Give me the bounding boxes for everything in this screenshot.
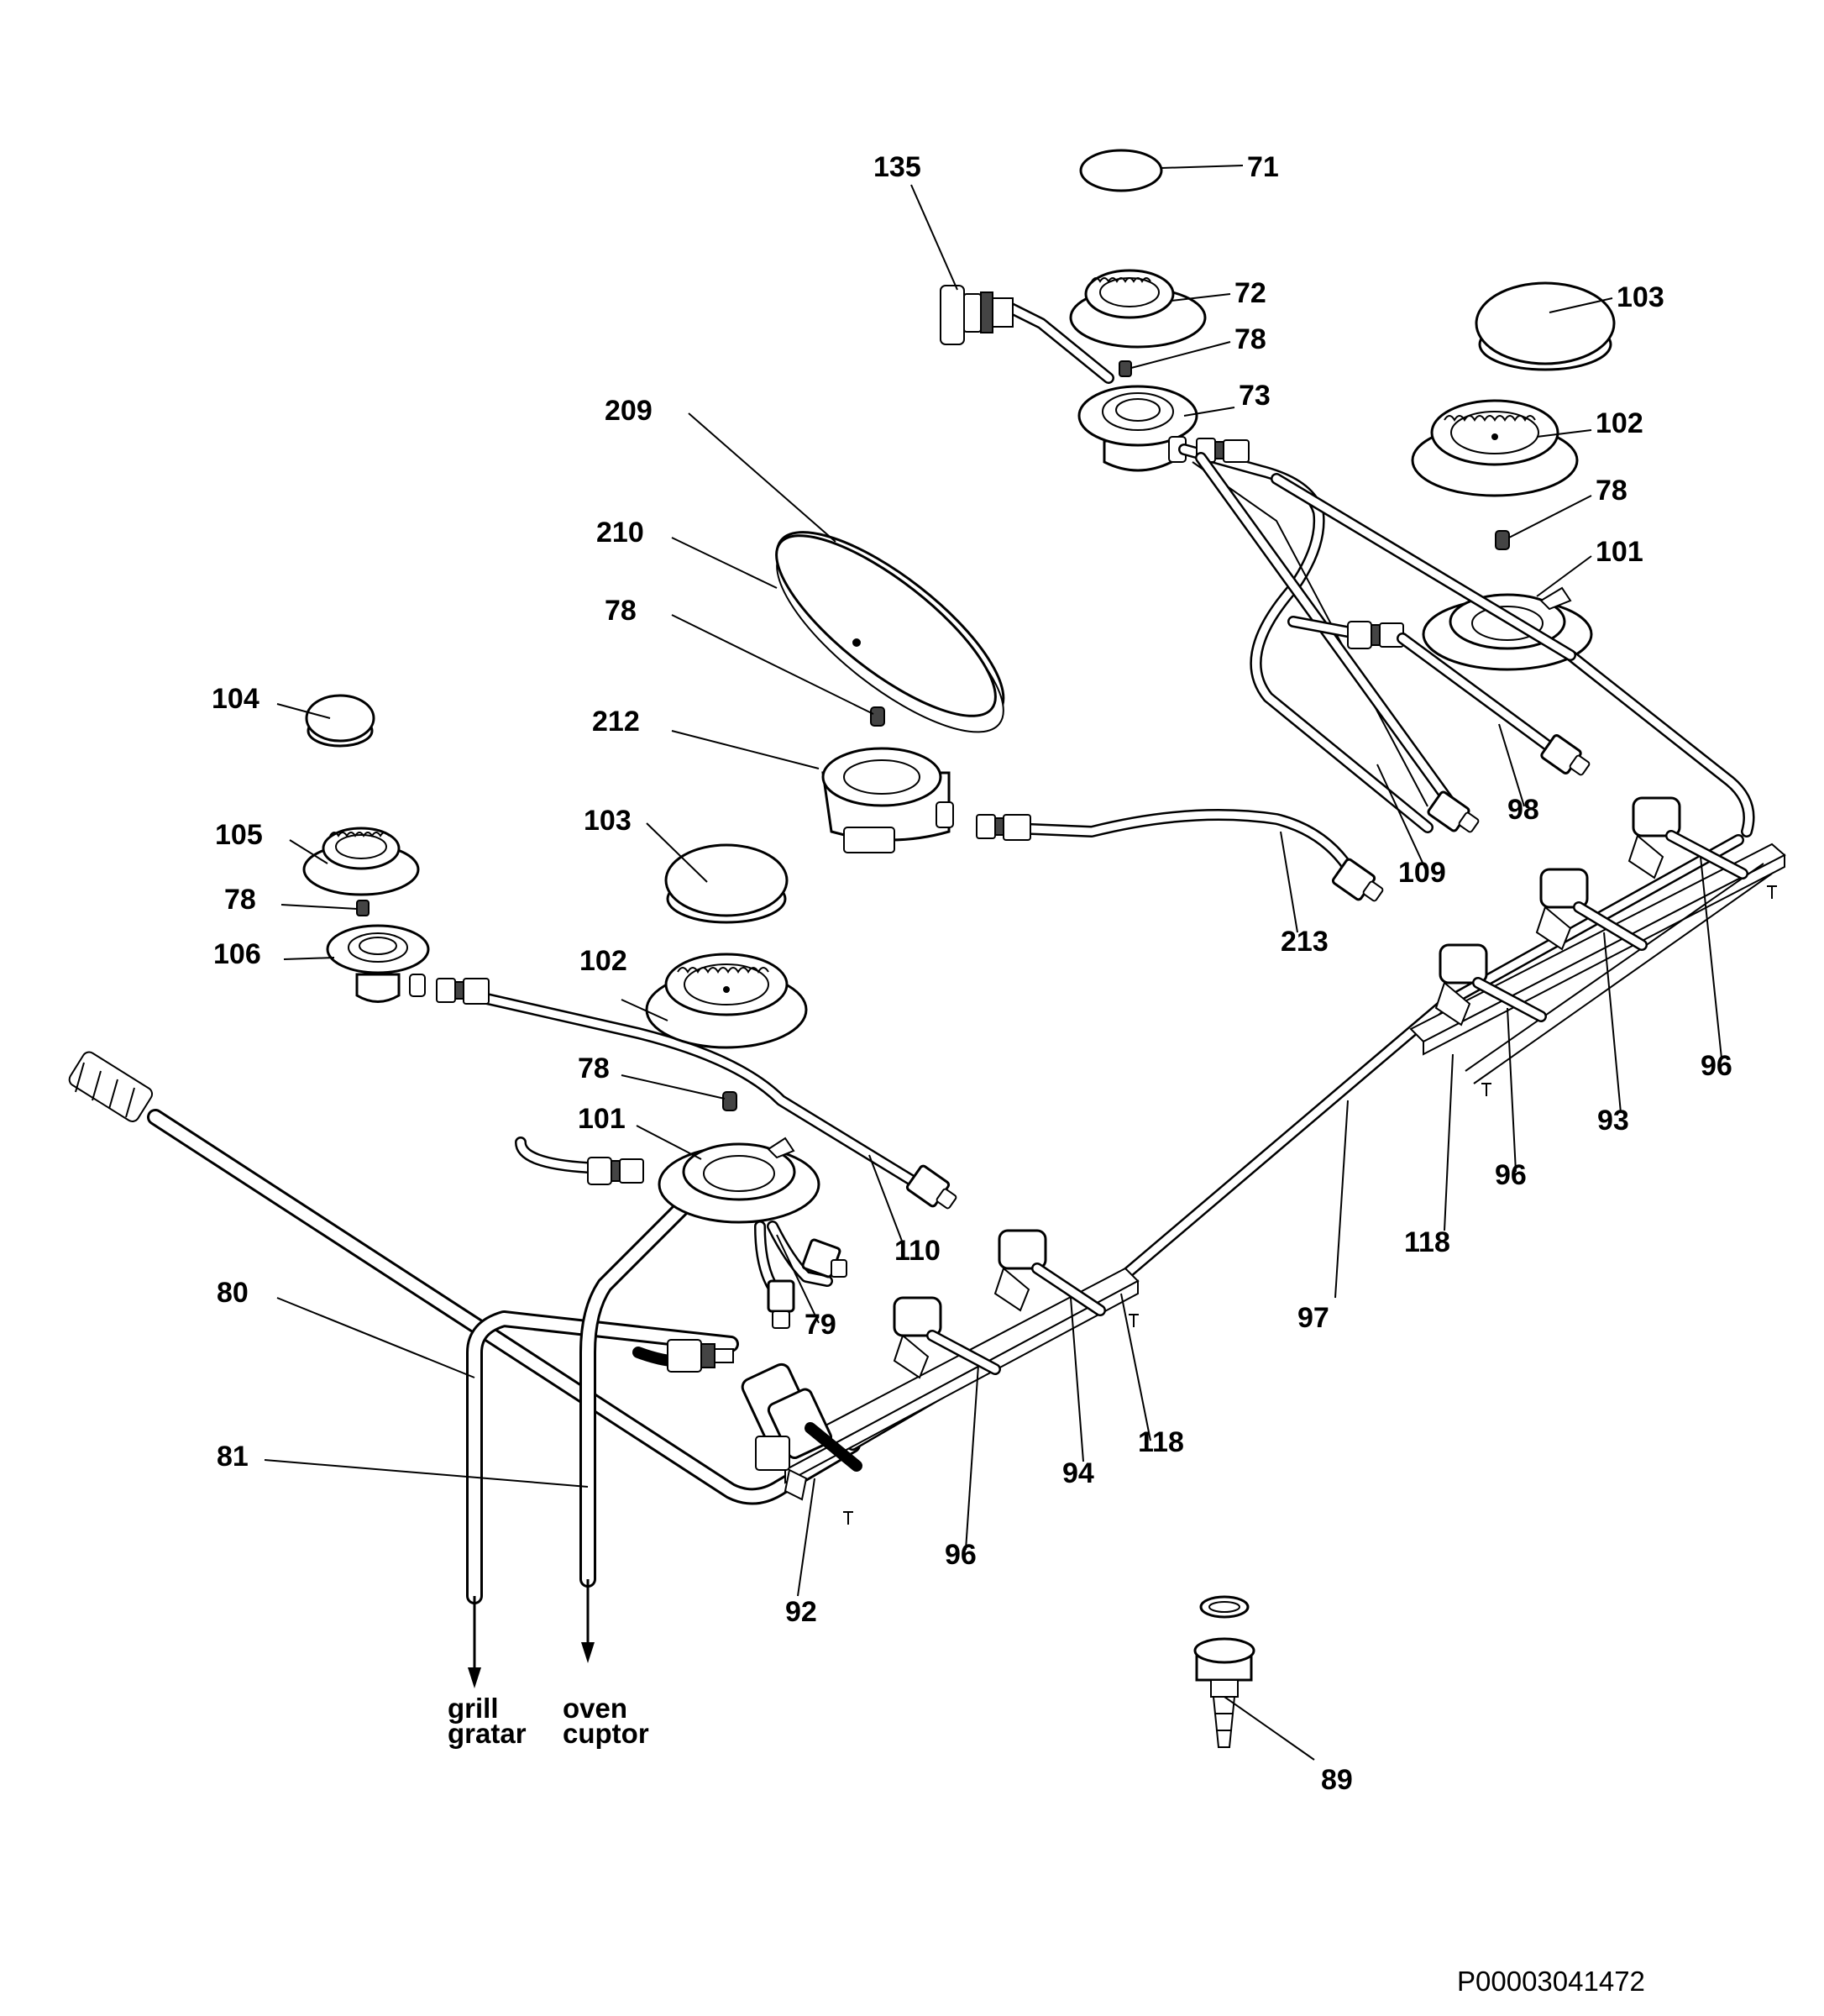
burner-cap-103-b [664, 843, 789, 924]
label-109: 109 [1398, 857, 1446, 889]
injector-78-e [722, 1091, 737, 1111]
label-81: 81 [217, 1441, 249, 1473]
pipe-nut-79-a [801, 1238, 847, 1278]
label-209: 209 [605, 395, 653, 427]
hose-connector-89 [1193, 1637, 1255, 1748]
pipe-nut-212 [976, 814, 1031, 841]
burner-cap-71 [1079, 149, 1163, 192]
label-79: 79 [805, 1309, 836, 1341]
fish-burner-cover-209 [775, 531, 1005, 733]
valve-92 [741, 1362, 862, 1501]
oven-label-ro: cuptor [563, 1718, 649, 1749]
fish-burner-body-212 [821, 747, 954, 853]
grill-feed-pipe [466, 1310, 739, 1688]
label-212: 212 [592, 706, 640, 738]
injector-78-c [870, 706, 885, 727]
flame-spreader-102-b [645, 953, 808, 1049]
flame-spreader-105 [302, 827, 420, 896]
injector-78-d [356, 900, 370, 916]
pipe-nut-98 [1540, 734, 1591, 776]
screw-c [1481, 1083, 1491, 1096]
label-71: 71 [1247, 151, 1279, 183]
grill-label-en: grill [448, 1693, 499, 1724]
injector-78-a [1119, 360, 1132, 377]
label-78-b: 78 [1596, 475, 1627, 507]
oven-label-en: oven [563, 1693, 627, 1724]
label-103-a: 103 [1617, 281, 1664, 313]
label-110: 110 [894, 1235, 941, 1267]
gas-inlet-connector [68, 1051, 154, 1122]
burner-cap-104 [305, 694, 375, 748]
thermocouple-135 [940, 285, 1114, 384]
flame-spreader-102-a [1411, 399, 1579, 497]
label-94: 94 [1062, 1457, 1094, 1489]
label-97: 97 [1297, 1302, 1329, 1334]
label-98: 98 [1507, 794, 1539, 826]
injector-78-b [1495, 530, 1510, 550]
pipe-nut-79-b [767, 1279, 795, 1329]
label-101-b: 101 [578, 1103, 626, 1135]
flame-spreader-72 [1069, 269, 1207, 349]
valve-96-a [893, 1296, 1001, 1379]
label-210: 210 [596, 517, 644, 549]
label-73: 73 [1239, 380, 1271, 412]
oven-feed-pipe [579, 1184, 705, 1663]
label-103-b: 103 [584, 805, 632, 837]
label-101-a: 101 [1596, 536, 1643, 568]
part-labels: 71 135 72 78 73 103 102 78 101 209 210 7… [212, 151, 1732, 1796]
label-89: 89 [1321, 1764, 1353, 1796]
valve-94 [993, 1229, 1106, 1316]
pipe-nut-101-a [1347, 621, 1404, 649]
label-118-b: 118 [1404, 1226, 1450, 1258]
label-118-a: 118 [1138, 1426, 1184, 1458]
burner-body-106 [326, 924, 430, 1003]
grill-label-ro: gratar [448, 1718, 527, 1749]
label-106: 106 [213, 938, 261, 970]
burner-body-101-b [658, 1137, 820, 1224]
screw-a [843, 1511, 853, 1525]
label-96-c: 96 [1701, 1050, 1732, 1082]
pipe-nut-101-b [587, 1157, 644, 1185]
burner-body-73 [1077, 385, 1198, 472]
label-96-a: 96 [945, 1539, 977, 1571]
pipe-nut-110 [905, 1164, 957, 1210]
label-213: 213 [1281, 926, 1329, 958]
label-104: 104 [212, 683, 259, 715]
label-78-d: 78 [224, 884, 256, 916]
label-105: 105 [215, 819, 263, 851]
label-78-e: 78 [578, 1053, 610, 1084]
label-78-c: 78 [605, 595, 637, 627]
valve-96-b [1434, 943, 1547, 1026]
pipe-nut-213 [1331, 858, 1384, 902]
valve-96-c [1627, 796, 1748, 879]
pipe-nut-106 [436, 978, 490, 1005]
label-78-a: 78 [1234, 323, 1266, 355]
sealing-ring-89 [1199, 1595, 1250, 1619]
outlet-notes: grill gratar oven cuptor [448, 1693, 649, 1749]
label-80: 80 [217, 1277, 249, 1309]
leader-lines [264, 165, 1722, 1761]
burner-cap-103-a [1475, 281, 1616, 371]
pipe-nut-109 [1427, 790, 1480, 833]
label-72: 72 [1234, 277, 1266, 309]
label-93: 93 [1597, 1105, 1629, 1137]
label-102-b: 102 [579, 945, 627, 977]
screw-d [1767, 885, 1777, 899]
label-92: 92 [785, 1596, 817, 1628]
screw-b [1129, 1314, 1139, 1327]
label-135: 135 [873, 151, 921, 183]
pipe-nut-oven [667, 1339, 734, 1373]
drawing-code: P00003041472 [1457, 1966, 1645, 1997]
valve-93 [1535, 868, 1648, 951]
label-96-b: 96 [1495, 1159, 1527, 1191]
label-102-a: 102 [1596, 407, 1643, 439]
